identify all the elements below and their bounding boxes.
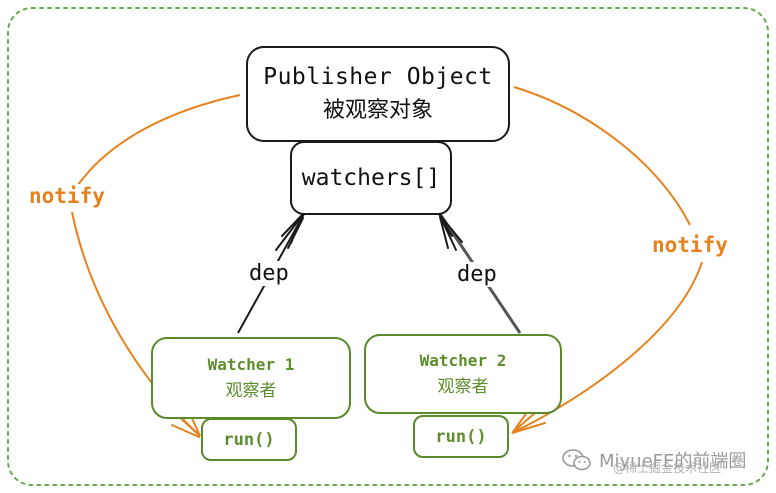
watcher-2-run-method: run() — [413, 415, 509, 458]
watcher-1-subtitle: 观察者 — [225, 381, 277, 401]
watermark-text: MiyueFE的前端圈 — [599, 451, 747, 472]
notify-edge-right-upper — [513, 86, 691, 226]
watcher-1-run-method: run() — [201, 418, 297, 461]
notify-label-left: notify — [25, 184, 109, 208]
publisher-title: Publisher Object — [263, 64, 493, 90]
watchers-array-box: watchers[] — [290, 141, 452, 215]
watcher-1-run-label: run() — [223, 429, 275, 450]
dep-arrowhead-right — [438, 213, 463, 251]
publisher-object-box: Publisher Object 被观察对象 — [246, 46, 510, 142]
watcher-2-title: Watcher 2 — [419, 351, 507, 370]
outer-dashed-frame — [7, 7, 769, 486]
notify-label-right: notify — [648, 233, 732, 257]
watcher-2-subtitle: 观察者 — [437, 377, 489, 397]
notify-edge-left-upper — [77, 94, 241, 186]
dep-arrowhead-left — [275, 213, 304, 251]
watermark-subtext: @稀土掘金技术社区 — [613, 461, 722, 475]
watcher-1-title: Watcher 1 — [207, 355, 295, 374]
watcher-2-run-label: run() — [435, 426, 487, 447]
dep-label-right: dep — [453, 262, 501, 287]
dep-label-left: dep — [245, 261, 293, 286]
watcher-2-box: Watcher 2 观察者 — [364, 334, 562, 414]
notify-edge-right-lower — [511, 261, 703, 434]
wechat-icon — [562, 449, 591, 471]
watcher-1-box: Watcher 1 观察者 — [151, 337, 351, 419]
publisher-subtitle: 被观察对象 — [322, 98, 433, 123]
watermark: MiyueFE的前端圈 @稀土掘金技术社区 — [561, 447, 747, 475]
watchers-array-label: watchers[] — [301, 165, 441, 191]
